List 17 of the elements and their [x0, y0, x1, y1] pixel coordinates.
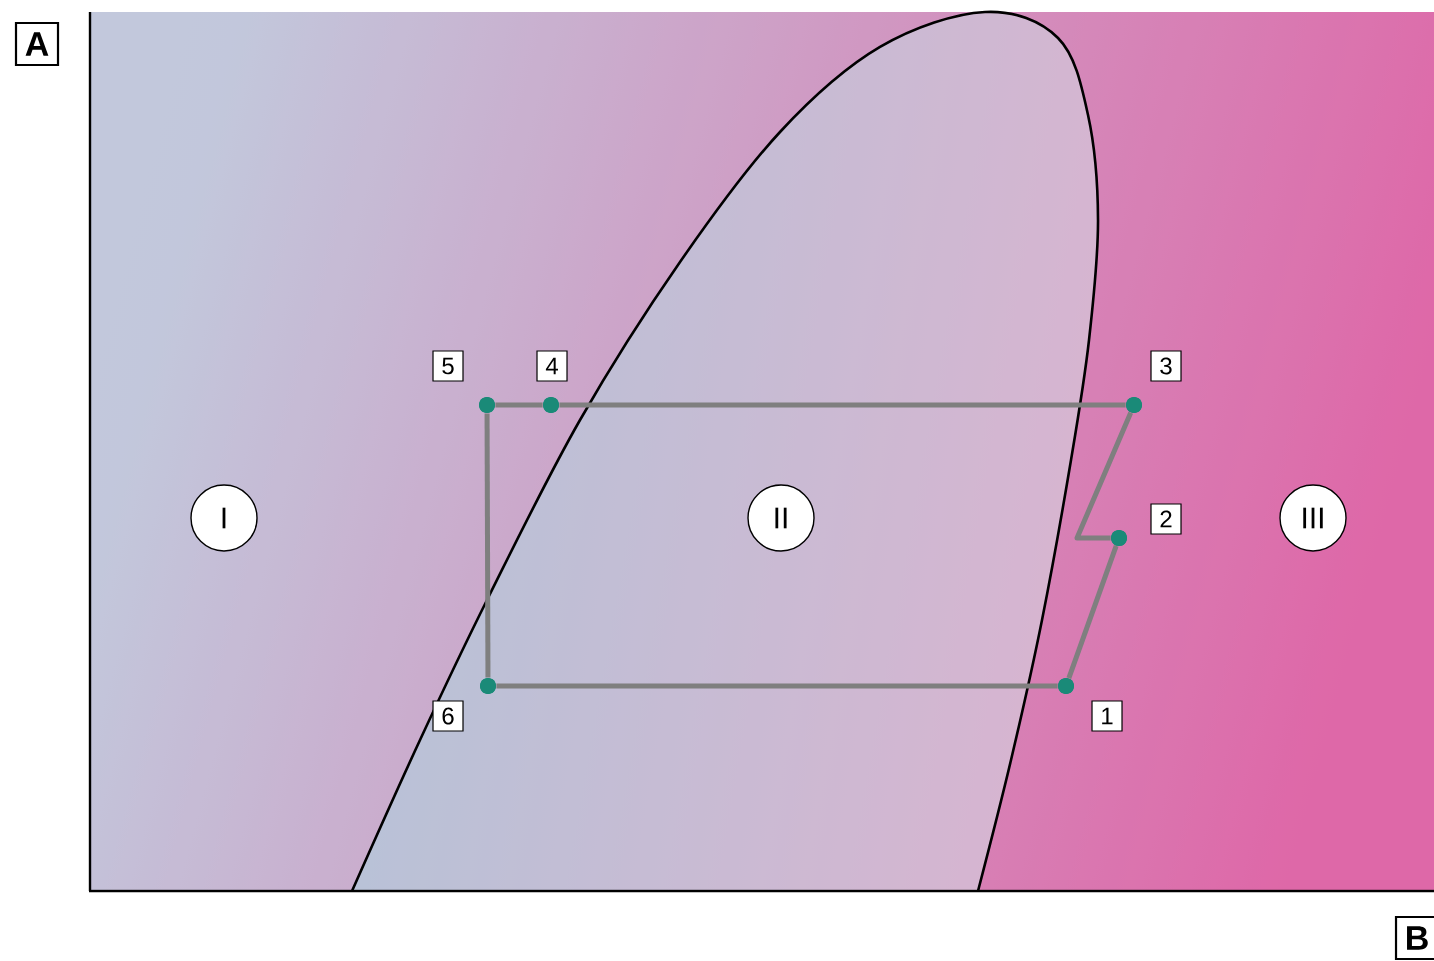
axis-label: B [1394, 915, 1434, 961]
region-label: II [747, 484, 815, 552]
axis-label: A [14, 21, 60, 67]
number-label: 3 [1150, 350, 1182, 382]
number-label: 4 [536, 350, 568, 382]
cycle-line [559, 402, 1126, 408]
cycle-line [484, 413, 491, 678]
cycle-line [496, 683, 1058, 689]
cycle-line [495, 402, 543, 408]
cycle-line [1066, 545, 1119, 679]
cycle-line [1074, 411, 1133, 541]
region-label: I [190, 484, 258, 552]
region-label: III [1279, 484, 1347, 552]
number-label: 5 [432, 350, 464, 382]
number-label: 6 [432, 700, 464, 732]
number-label: 2 [1150, 503, 1182, 535]
number-label: 1 [1091, 700, 1123, 732]
